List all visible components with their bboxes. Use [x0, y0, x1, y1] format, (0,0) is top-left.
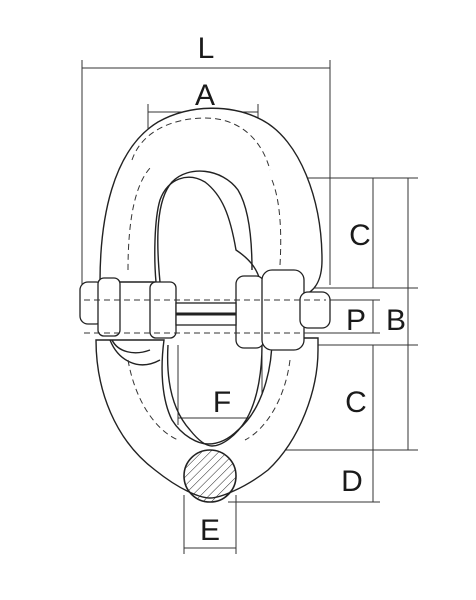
lower-link-outer	[95, 337, 319, 499]
lower-left-gusset	[109, 339, 161, 366]
label-D: D	[341, 465, 363, 498]
label-C-lower: C	[345, 386, 367, 419]
connector-body	[95, 107, 323, 499]
left-knuckle-outer	[97, 277, 121, 337]
pin-assembly	[79, 269, 331, 351]
label-B: B	[386, 304, 406, 337]
lower-link-inner	[166, 344, 263, 447]
right-knuckle-outer	[261, 269, 305, 351]
dimension-labels: L A C P B C F D E	[195, 32, 406, 547]
upper-link-outer	[99, 107, 323, 297]
label-P: P	[346, 304, 366, 337]
right-pin-cap	[299, 291, 331, 329]
label-C-upper: C	[349, 219, 371, 252]
label-F: F	[213, 386, 231, 419]
right-knuckle-inner	[235, 275, 265, 349]
upper-link-inner	[157, 170, 253, 283]
label-A: A	[195, 79, 215, 112]
upper-left-gusset	[111, 339, 151, 354]
pin-hidden-lines	[84, 117, 326, 441]
left-knuckle-inner	[149, 281, 177, 339]
section-hatch	[183, 449, 237, 503]
label-L: L	[198, 32, 215, 65]
label-E: E	[200, 514, 220, 547]
